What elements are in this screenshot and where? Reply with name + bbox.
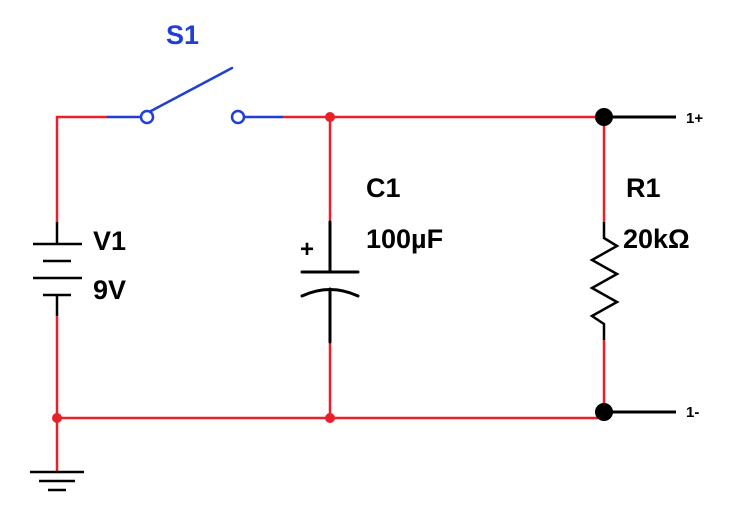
terminal-negative-label: 1- (686, 404, 700, 421)
wire-top-left (55, 115, 110, 224)
junction-left-bottom (52, 413, 62, 423)
source-value-label: 9V (93, 275, 127, 305)
resistor-name-label: R1 (626, 173, 661, 203)
resistor-icon (589, 222, 620, 340)
battery-icon (33, 222, 82, 316)
switch-blade (149, 66, 234, 113)
capacitor-icon (300, 220, 360, 344)
switch-contact-right (230, 109, 246, 125)
resistor-value-label: 20kΩ (623, 224, 690, 254)
junction-cap-bottom (325, 413, 335, 423)
terminal-positive-label: 1+ (686, 110, 704, 127)
resistor-zigzag (589, 222, 620, 340)
switch-icon (106, 66, 284, 125)
junction-dot-icon (52, 108, 613, 423)
capacitor-polarity-mark: + (300, 236, 315, 263)
terminal-icon (604, 115, 676, 414)
source-name-label: V1 (93, 226, 127, 256)
junction-cap-top (325, 112, 335, 122)
capacitor-name-label: C1 (366, 173, 401, 203)
terminal-node-negative (595, 403, 613, 421)
terminal-node-positive (595, 108, 613, 126)
capacitor-value-label: 100µF (366, 224, 444, 254)
switch-contact-left (139, 109, 155, 125)
switch-label: S1 (166, 20, 200, 50)
ground-icon (30, 470, 84, 492)
